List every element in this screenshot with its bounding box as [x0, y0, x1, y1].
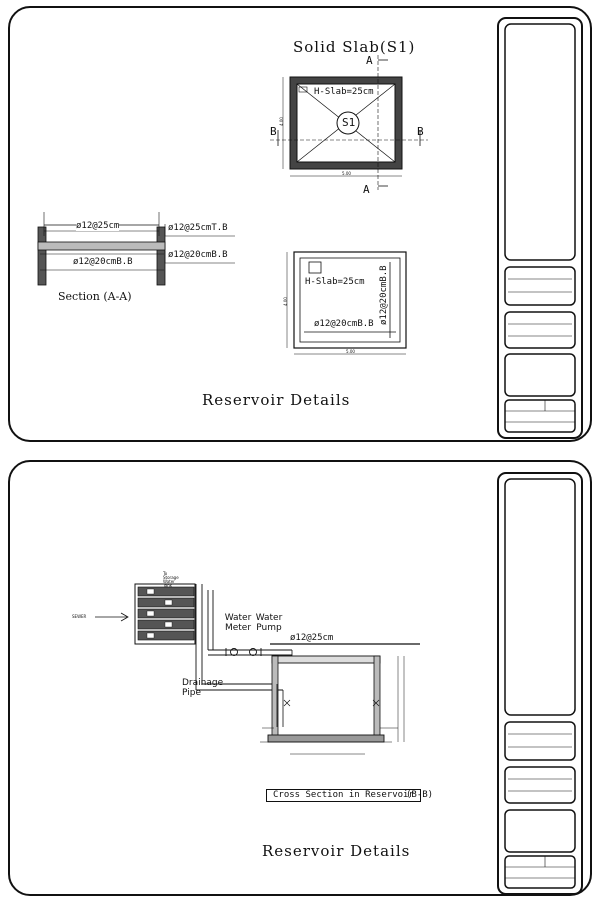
- cross-section-title: Cross Section in Reservoir: [266, 789, 421, 802]
- drainage-pipe-label: Drainage Pipe: [182, 678, 224, 698]
- sheet2-title: Reservoir Details: [262, 842, 411, 860]
- cross-section-ref: (B-B): [406, 790, 434, 800]
- slab-bottom-bars-plan: [286, 251, 407, 355]
- title-block-2: [497, 472, 583, 895]
- inlet-arrow: [95, 612, 129, 622]
- bottom-bars-horizontal: ø12@20cmB.B: [314, 319, 374, 329]
- supply-tank: [134, 583, 196, 645]
- section-bottom-callout: ø12@20cmB.B: [168, 250, 228, 260]
- water-pump-label: Water Pump: [255, 613, 283, 633]
- section-marker-a-top: A: [366, 54, 373, 67]
- cross-section-title-text: Cross Section in Reservoir: [273, 790, 414, 800]
- storage-label: To Storage Water Tank: [163, 571, 179, 588]
- drawing-sheet-1: [8, 6, 592, 442]
- dim-top: 5.00: [342, 171, 351, 176]
- reservoir-section: [260, 643, 420, 755]
- section-bottom-bars: ø12@20cmB.B: [73, 257, 133, 267]
- section-top-bars: ø12@25cm: [76, 221, 120, 231]
- drawing-sheet-2: [8, 460, 592, 896]
- inlet-label: SEWER: [72, 614, 87, 619]
- supply-pipes: [195, 584, 292, 691]
- section-marker-a-bottom: A: [363, 183, 370, 196]
- slab-mark: S1: [342, 116, 356, 129]
- section-a-a: [37, 212, 235, 286]
- sheet1-title: Reservoir Details: [202, 391, 351, 409]
- section-marker-b-left: B: [270, 125, 277, 138]
- section-top-callout: ø12@25cmT.B: [168, 223, 228, 233]
- title-block-1: [497, 17, 583, 439]
- h-slab-top-label: H-Slab=25cm: [314, 87, 374, 97]
- slab-title: Solid Slab(S1): [293, 38, 416, 56]
- section-marker-b-right: B: [417, 125, 424, 138]
- h-slab-bottom-label: H-Slab=25cm: [305, 277, 365, 287]
- dim-bottom-top: 5.00: [346, 349, 355, 354]
- reservoir-slab-bars: ø12@25cm: [290, 633, 334, 643]
- water-meter-label: Water Meter: [224, 613, 252, 633]
- section-title: Section (A-A): [58, 290, 132, 303]
